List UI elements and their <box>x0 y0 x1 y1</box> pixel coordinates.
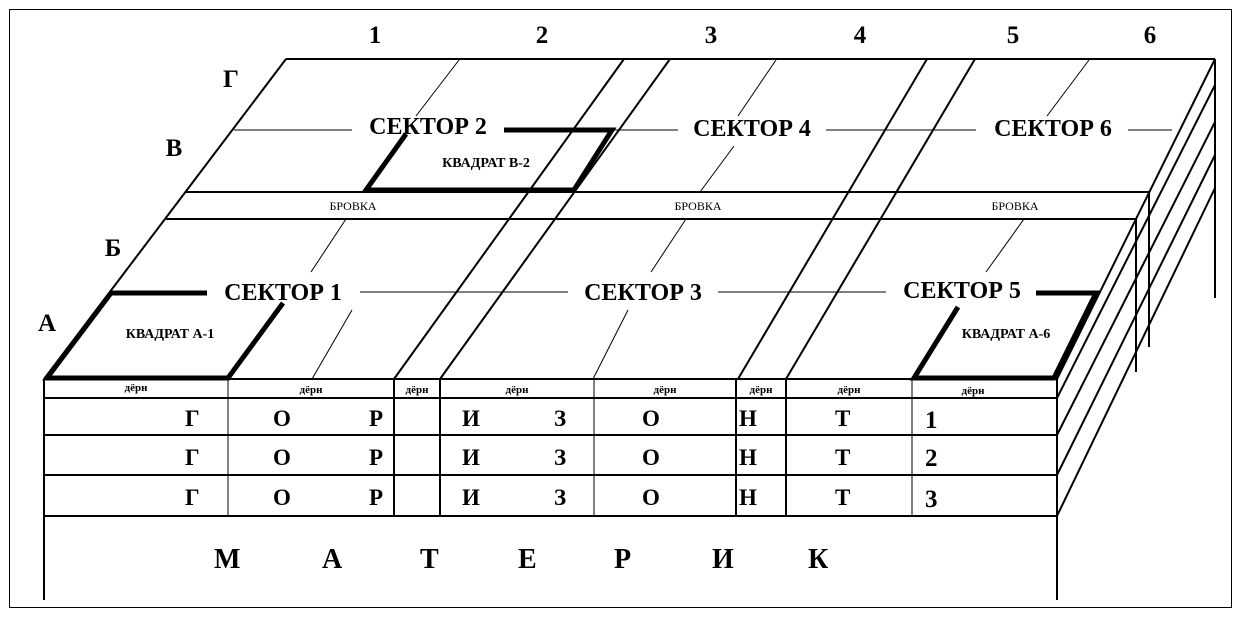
center-line <box>737 59 777 117</box>
row-letter: А <box>38 310 56 337</box>
column-numbers: 1 2 3 4 5 6 <box>369 22 1157 49</box>
brovka-label: БРОВКА <box>329 199 376 213</box>
row-letter: Б <box>105 235 122 262</box>
horizon-letter: Н <box>739 445 757 470</box>
top-surface <box>41 58 1216 381</box>
horizon-letter: О <box>273 445 291 470</box>
right-face <box>1056 59 1216 517</box>
horizon-letter: Н <box>739 406 757 431</box>
materik-letter: Т <box>420 544 439 575</box>
brovka-label: БРОВКА <box>674 199 721 213</box>
frame-border <box>9 9 1232 608</box>
column-number: 4 <box>854 22 867 49</box>
materik-letter: Е <box>518 544 537 575</box>
dern-label: дёрн <box>750 384 774 396</box>
brovka-label: БРОВКА <box>991 199 1038 213</box>
materik-letter: К <box>808 544 829 575</box>
materik-letter: М <box>214 544 240 575</box>
sector-label: СЕКТОР 2 <box>369 114 487 140</box>
materik-letter: Р <box>614 544 631 575</box>
dern-label: дёрн <box>506 384 530 396</box>
row-letters: Г В Б А <box>38 66 239 337</box>
horizon-letter: Р <box>369 485 383 510</box>
divider-line <box>785 58 976 380</box>
horizon-number: 3 <box>925 486 938 513</box>
horizon-row-2: Г О Р И З О Н Т 2 <box>185 445 938 472</box>
center-line <box>310 218 347 273</box>
center-line <box>415 59 460 117</box>
divider-line <box>393 58 625 380</box>
horizon-letter: Т <box>835 485 850 510</box>
horizon-letter: О <box>273 485 291 510</box>
horizon-row-3: Г О Р И З О Н Т 3 <box>185 485 938 513</box>
row-letter: В <box>166 135 183 162</box>
horizon-letter: О <box>273 406 291 431</box>
center-line <box>1046 59 1090 117</box>
horizon-letter: З <box>554 445 566 470</box>
center-line <box>699 145 735 193</box>
front-face <box>43 379 1058 600</box>
divider-line <box>737 58 928 380</box>
row-letter: Г <box>223 66 239 93</box>
horizon-letter: Т <box>835 445 850 470</box>
center-line <box>650 218 687 273</box>
center-line <box>985 218 1025 273</box>
dern-label: дёрн <box>300 384 324 396</box>
horizon-letter: О <box>642 485 660 510</box>
brovka-labels: БРОВКА БРОВКА БРОВКА <box>329 199 1038 213</box>
dern-labels: дёрн дёрн дёрн дёрн дёрн дёрн дёрн дёрн <box>125 382 986 397</box>
center-line <box>311 309 353 380</box>
horizon-number: 2 <box>925 445 938 472</box>
dern-label: дёрн <box>654 384 678 396</box>
horizon-letter: Н <box>739 485 757 510</box>
horizon-letter: Г <box>185 406 200 431</box>
horizon-number: 1 <box>925 407 938 434</box>
horizon-letter: И <box>462 445 480 470</box>
sector-labels: СЕКТОР 2 СЕКТОР 4 СЕКТОР 6 СЕКТОР 1 СЕКТ… <box>224 114 1112 306</box>
horizon-letter: О <box>642 406 660 431</box>
column-number: 5 <box>1007 22 1020 49</box>
materik-letter: А <box>322 544 343 575</box>
square-labels: КВАДРАТ В-2 КВАДРАТ А-1 КВАДРАТ А-6 <box>126 156 1051 342</box>
sector-label: СЕКТОР 1 <box>224 280 342 306</box>
square-label: КВАДРАТ А-1 <box>126 327 215 342</box>
materik-letter: И <box>712 544 734 575</box>
horizon-letter: О <box>642 445 660 470</box>
dern-label: дёрн <box>125 382 149 394</box>
sector-label: СЕКТОР 4 <box>693 116 811 142</box>
horizon-letter: З <box>554 485 566 510</box>
column-number: 1 <box>369 22 382 49</box>
horizon-letter: З <box>554 406 566 431</box>
dern-label: дёрн <box>406 384 430 396</box>
dern-label: дёрн <box>962 385 986 397</box>
horizon-letter: Т <box>835 406 850 431</box>
horizon-letter: И <box>462 485 480 510</box>
square-label: КВАДРАТ В-2 <box>442 156 530 171</box>
horizon-letter: Г <box>185 445 200 470</box>
center-line <box>592 309 629 380</box>
square-a6-outline <box>909 290 1101 381</box>
horizon-letter: Р <box>369 406 383 431</box>
divider-line <box>439 58 671 380</box>
materik-label: М А Т Е Р И К <box>214 544 829 575</box>
column-number: 6 <box>1144 22 1157 49</box>
column-number: 2 <box>536 22 549 49</box>
dern-label: дёрн <box>838 384 862 396</box>
horizon-letter: Г <box>185 485 200 510</box>
sector-label: СЕКТОР 5 <box>903 278 1021 304</box>
square-a1-outline <box>41 290 286 381</box>
sector-label: СЕКТОР 3 <box>584 280 702 306</box>
horizon-letter: И <box>462 406 480 431</box>
column-number: 3 <box>705 22 718 49</box>
sector-label: СЕКТОР 6 <box>994 116 1112 142</box>
square-label: КВАДРАТ А-6 <box>962 327 1051 342</box>
horizon-letter: Р <box>369 445 383 470</box>
square-b2-outline <box>361 127 617 193</box>
horizon-row-1: Г О Р И З О Н Т 1 <box>185 406 938 434</box>
